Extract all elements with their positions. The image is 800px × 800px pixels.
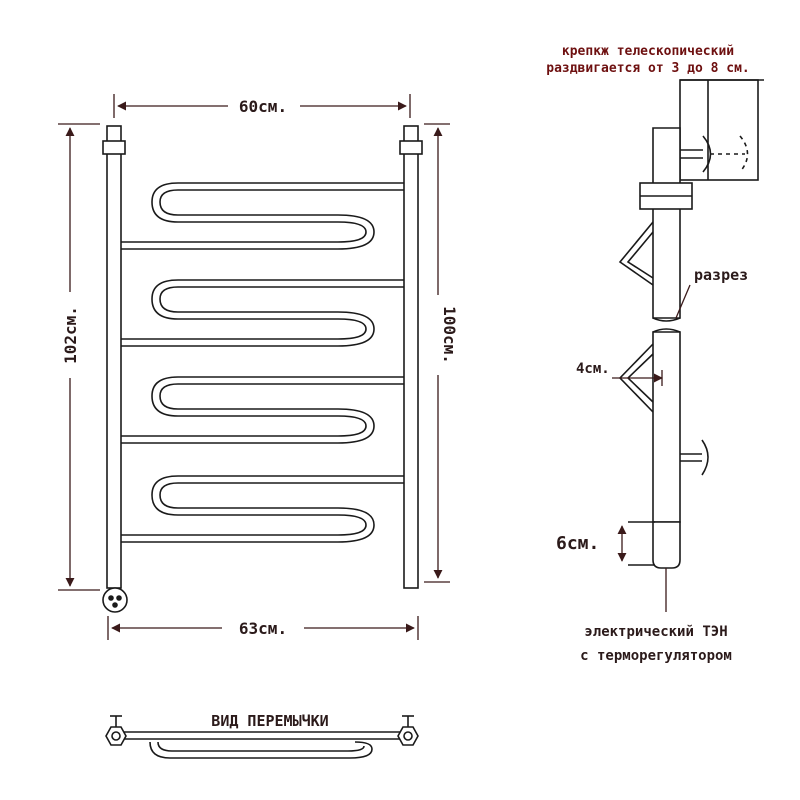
coil-3 [121,376,404,444]
width-bottom-label: 63см. [239,619,287,638]
side-view [618,79,764,569]
section-leader-line [675,284,691,319]
coil-4 [121,475,404,543]
upper-pipe-section [652,127,681,319]
front-labels: 60см. 63см. 102см. 100см. [61,97,459,638]
front-dimensions [58,94,450,640]
jumper-view-title: ВИД ПЕРЕМЫЧКИ [211,712,328,730]
offset-label: 4см. [576,361,610,377]
front-view [102,125,423,613]
heater-caption-line1: электрический ТЭН [584,624,727,640]
side-annotations [612,284,691,612]
right-hex-fitting-icon [397,715,419,746]
left-hex-fitting-icon [105,715,127,746]
coil-2 [121,279,404,347]
side-labels: крепкж телескопический раздвигается от 3… [546,44,750,664]
coil-1 [121,182,404,250]
lower-pipe-section [652,331,681,523]
section-label: разрез [694,266,748,284]
left-riser-pipe [106,125,122,589]
mount-caption-line1: крепкж телескопический [562,44,734,59]
right-riser-pipe [403,125,419,589]
left-top-cap [102,140,126,155]
heater-element [652,521,681,569]
heater-height-label: 6см. [556,533,599,554]
height-left-label: 102см. [61,306,80,364]
telescopic-mount-block [679,79,759,181]
right-top-cap [399,140,423,155]
heater-caption-line2: с терморегулятором [580,648,732,664]
jumper-view [105,715,419,759]
mount-caption-line2: раздвигается от 3 до 8 см. [546,61,750,76]
heater-plug-icon [102,587,128,613]
width-top-label: 60см. [239,97,287,116]
upper-triangle-bracket [618,221,654,286]
height-right-label: 100см. [440,306,459,364]
